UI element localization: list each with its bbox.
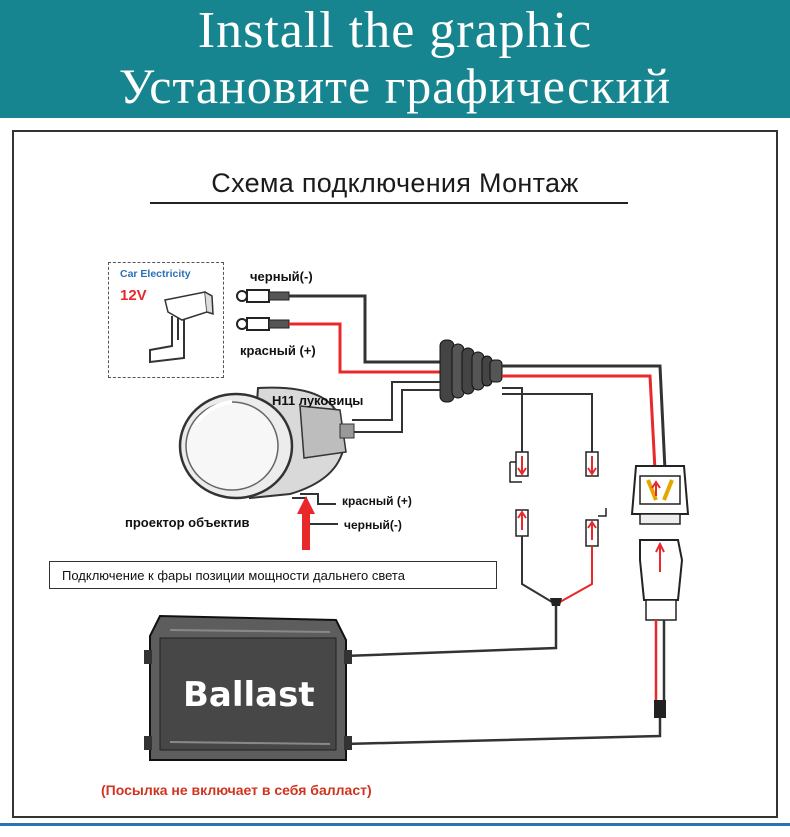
wire-to-spade-right [502,393,593,452]
car-voltage-label: 12V [120,287,147,304]
header-banner: Install the graphic Установите графическ… [0,0,790,118]
ring-terminal-black [236,289,290,303]
header-title-ru: Установите графический [118,58,672,114]
wire-black-power [289,294,440,364]
wire-projector-red [300,493,336,505]
projector-black-label: черный(-) [344,518,402,532]
wire-red-label: красный (+) [240,343,316,358]
bulb-label: H11 луковицы [272,393,364,408]
h11-female-connector [630,465,690,525]
spade-connector-lower-right [585,508,607,547]
wire-spade-right-down [559,546,593,603]
ballast-label: Ballast [183,675,315,715]
car-electricity-title: Car Electricity [120,268,191,280]
wire-spade-left-down [521,536,553,603]
wire-bulb-2 [352,389,440,433]
rubber-grommet [439,339,503,403]
wire-red-power [289,322,440,374]
headlight-connection-note: Подключение к фары позиции мощности даль… [49,561,497,589]
wire-black-label: черный(-) [250,269,313,284]
spade-connector-upper-right [585,451,599,477]
car-electricity-box [108,262,224,378]
ring-terminal-red [236,317,290,331]
projector-red-label: красный (+) [342,494,412,508]
wire-to-spade-left [502,387,523,452]
wire-red-to-connector [502,374,657,471]
wire-ballast-input [343,600,558,658]
diagram-title: Схема подключения Монтаж [211,168,579,198]
spade-connector-lower-left [515,509,529,537]
projector-lens-icon [178,386,355,500]
wire-black-to-connector [502,364,667,471]
wire-ballast-output [343,718,662,746]
header-title-en: Install the graphic [197,2,593,59]
wire-bulb-1 [352,381,440,421]
car-battery-icon [149,291,214,364]
projector-label: проектор объектив [125,515,250,530]
red-arrow-up-icon [297,496,315,550]
ballast-not-included-note: (Посылка не включает в себя балласт) [101,782,372,798]
title-underline [150,202,628,204]
ballast-unit-icon [144,614,352,761]
spade-connector-upper-left [509,451,529,483]
bottom-divider [0,823,790,826]
h11-male-connector [639,539,684,621]
